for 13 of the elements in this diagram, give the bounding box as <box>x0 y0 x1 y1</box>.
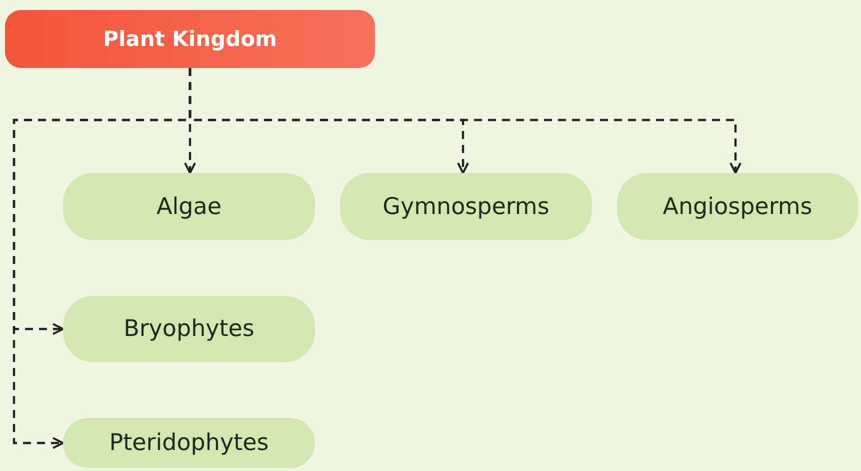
category-pill <box>340 173 592 240</box>
category-pill <box>63 296 315 362</box>
node-label: Gymnosperms <box>382 194 550 220</box>
dashed-arrow <box>12 68 192 449</box>
category-pill <box>63 418 315 468</box>
category-pill <box>63 173 315 240</box>
category-pill <box>617 173 858 240</box>
root-box <box>5 10 375 68</box>
node-label: Pteridophytes <box>109 430 269 456</box>
node-label: Angiosperms <box>662 194 812 220</box>
node-label: Algae <box>156 194 222 220</box>
node-label: Plant Kingdom <box>103 27 277 51</box>
node-label: Bryophytes <box>124 316 254 342</box>
